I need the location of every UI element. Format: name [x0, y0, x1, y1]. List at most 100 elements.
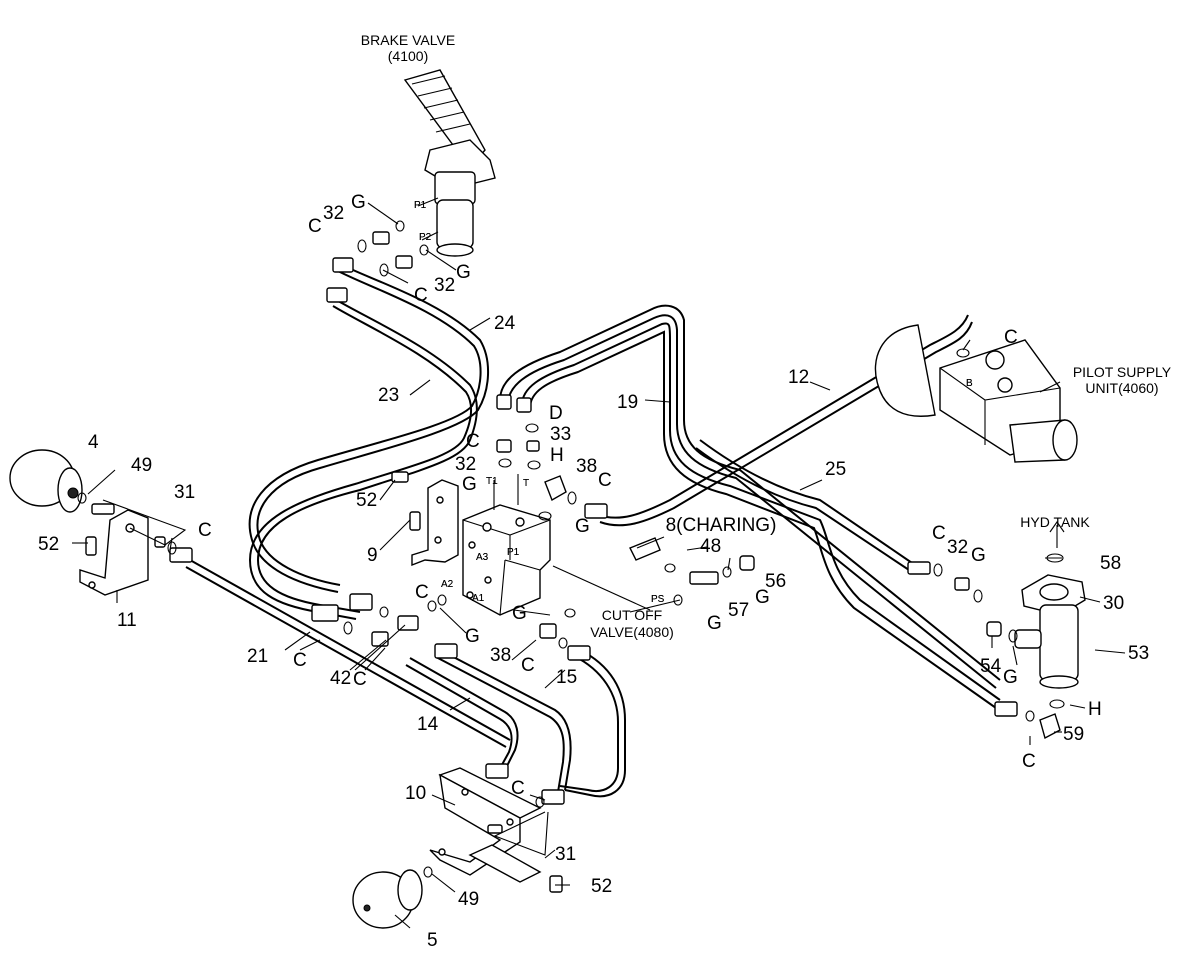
part-callouts: G 32 C C 32 G 24 23 12 C 19 25 D C 33 32…: [38, 192, 1149, 951]
callout: 38: [490, 645, 511, 666]
cut-off-valve-code: VALVE(4080): [590, 624, 674, 640]
callout: 5: [427, 930, 438, 951]
callout: 49: [458, 889, 479, 910]
bracket-10: [429, 767, 542, 883]
svg-text:PS: PS: [651, 594, 665, 605]
hose-12: [597, 314, 973, 527]
callout: 30: [1103, 593, 1124, 614]
callout: 32: [455, 454, 476, 475]
callout: 10: [405, 783, 426, 804]
callout: 32: [434, 275, 455, 296]
hose-21: [185, 559, 511, 748]
svg-text:P2: P2: [419, 232, 432, 243]
pilot-supply-label: PILOT SUPPLY: [1073, 364, 1172, 380]
callout: G: [971, 545, 986, 566]
callout: 54: [980, 656, 1002, 677]
assembly-labels: BRAKE VALVE (4100) PILOT SUPPLY UNIT(406…: [361, 32, 1172, 640]
callout: G: [512, 603, 527, 624]
callout: 32: [323, 203, 344, 224]
svg-text:B: B: [966, 378, 973, 389]
callout: C: [511, 778, 525, 799]
callout: 24: [494, 313, 516, 334]
port-labels-bound: P1 P2 T1 T A3 A2 A1 P1 PS B: [414, 200, 973, 605]
brake-valve-code: (4100): [388, 48, 428, 64]
callout: C: [353, 669, 367, 690]
callout: 23: [378, 385, 399, 406]
callout: C: [1022, 751, 1036, 772]
charging-label: 8(CHARING): [666, 515, 777, 536]
callout: 31: [174, 482, 195, 503]
callout: G: [575, 516, 590, 537]
callout: 49: [131, 455, 152, 476]
callout: 21: [247, 646, 268, 667]
callout: C: [293, 650, 307, 671]
pilot-supply-unit: B: [874, 324, 1078, 463]
callout: 12: [788, 367, 809, 388]
callout: D: [549, 403, 563, 424]
seals: [77, 220, 1065, 878]
port-label: T: [523, 478, 529, 489]
callout: 53: [1128, 643, 1149, 664]
hose-19: [499, 304, 1001, 709]
callout: 14: [417, 714, 439, 735]
callout: C: [932, 523, 946, 544]
callout: C: [415, 582, 429, 603]
fittings: [85, 231, 1061, 893]
callout: G: [462, 474, 477, 495]
callout: 38: [576, 456, 597, 477]
svg-text:A2: A2: [441, 579, 454, 590]
callout: H: [550, 445, 564, 466]
bracket-9: [411, 479, 459, 567]
callout: H: [1088, 699, 1102, 720]
svg-text:A1: A1: [472, 593, 485, 604]
cut-off-valve-block: T1 T A3 A2 A1 P1 PS: [441, 476, 665, 616]
callout: 42: [330, 668, 351, 689]
callout: C: [1004, 327, 1018, 348]
port-label: P2: [419, 232, 432, 243]
svg-text:P1: P1: [507, 547, 520, 558]
callout: 52: [356, 490, 377, 511]
callout: C: [521, 655, 535, 676]
callout: 57: [728, 600, 749, 621]
brake-valve-assembly: P1 P2: [403, 69, 496, 257]
cut-off-valve-label: CUT OFF: [602, 607, 662, 623]
port-label: A2: [441, 579, 454, 590]
port-label: B: [966, 378, 973, 389]
callout: 58: [1100, 553, 1121, 574]
svg-text:A3: A3: [476, 552, 489, 563]
callout: 52: [38, 534, 59, 555]
callout: 59: [1063, 724, 1084, 745]
brake-valve-label: BRAKE VALVE: [361, 32, 455, 48]
callout: 56: [765, 571, 786, 592]
callout: 33: [550, 424, 571, 445]
svg-text:T: T: [523, 478, 529, 489]
callout: G: [1003, 667, 1018, 688]
port-label: T1: [486, 476, 498, 487]
svg-text:T1: T1: [486, 476, 498, 487]
callout: G: [707, 613, 722, 634]
callout: 25: [825, 459, 846, 480]
callout: 32: [947, 537, 968, 558]
leader-lines: [72, 197, 1126, 929]
callout: C: [198, 520, 212, 541]
hose-24: [248, 261, 490, 593]
callout: 9: [367, 545, 378, 566]
callout: 15: [556, 667, 577, 688]
callout: G: [465, 626, 480, 647]
port-label: P1: [414, 200, 427, 211]
hyd-tank-label: HYD TANK: [1020, 514, 1090, 530]
callout: 19: [617, 392, 638, 413]
callout: C: [598, 470, 612, 491]
callout: C: [308, 216, 322, 237]
hose-25: [695, 439, 916, 573]
port-label: A1: [472, 593, 485, 604]
port-label: A3: [476, 552, 489, 563]
callout: G: [351, 192, 366, 213]
callout: 4: [88, 432, 99, 453]
callout: 11: [117, 610, 137, 631]
hyd-tank-fitting: [1014, 521, 1086, 689]
callout: C: [466, 431, 480, 452]
callout: 52: [591, 876, 612, 897]
